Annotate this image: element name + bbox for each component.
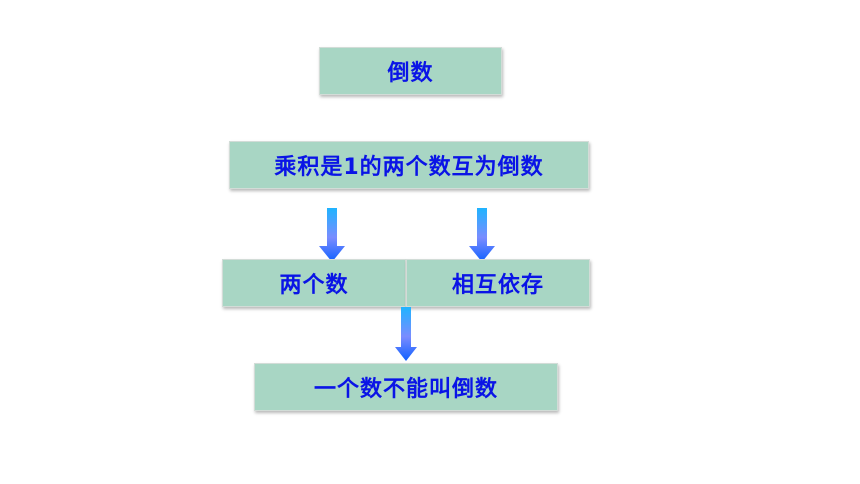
down-arrow-icon (395, 307, 417, 361)
down-arrow-icon (469, 208, 495, 262)
definition-text: 乘积是1的两个数互为倒数 (274, 155, 544, 180)
mutual-text: 相互依存 (451, 273, 544, 298)
mutual-box: 相互依存 (406, 259, 590, 307)
title-box: 倒数 (319, 47, 502, 95)
conclusion-text: 一个数不能叫倒数 (313, 377, 498, 402)
title-text: 倒数 (387, 61, 434, 86)
conclusion-box: 一个数不能叫倒数 (254, 363, 558, 411)
down-arrow-icon (319, 208, 345, 262)
two-numbers-box: 两个数 (222, 259, 406, 307)
two-numbers-text: 两个数 (279, 273, 349, 298)
definition-box: 乘积是1的两个数互为倒数 (229, 141, 589, 189)
